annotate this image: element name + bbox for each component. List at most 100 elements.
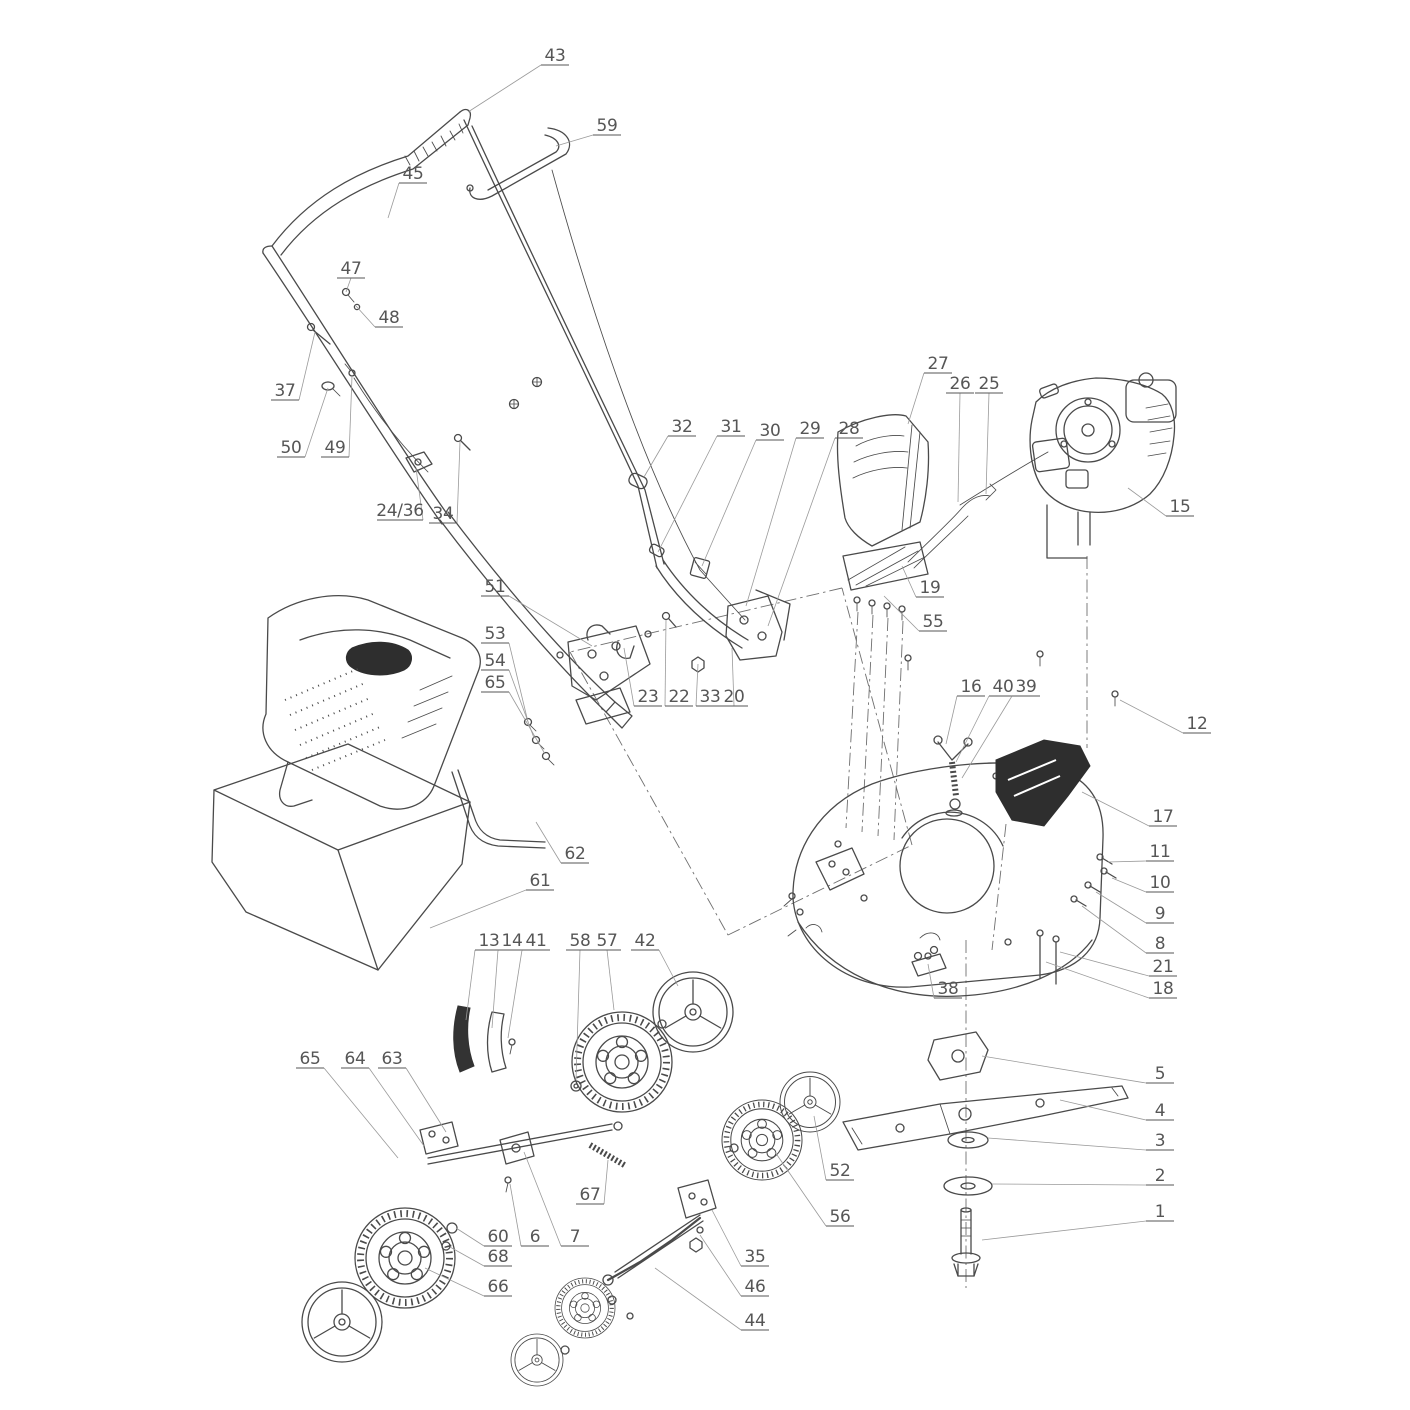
leader-line: [664, 619, 667, 707]
part-number: 52: [829, 1161, 850, 1181]
part-label-29: 29: [745, 419, 824, 607]
wheel-tire-57: [572, 1012, 672, 1112]
leader-line: [701, 439, 757, 567]
handle-mount-bracket-51: [556, 624, 652, 725]
part-number: 27: [927, 354, 948, 374]
leader-line: [695, 663, 699, 707]
leader-line: [1081, 791, 1150, 827]
part-number: 25: [978, 374, 999, 394]
part-number: 47: [340, 259, 361, 279]
nut-33: [691, 656, 705, 673]
part-label-2: 2: [991, 1166, 1174, 1186]
leader-line: [355, 305, 376, 328]
part-label-63: 63: [378, 1049, 447, 1133]
front-axle-assembly: [419, 1121, 628, 1193]
leader-line: [467, 64, 542, 113]
clip-50: [321, 381, 341, 397]
bolt-47: [341, 287, 355, 303]
leader-line: [658, 949, 679, 987]
part-label-48: 48: [355, 305, 403, 328]
nut-48: [353, 303, 361, 311]
bracket-46-35: [677, 1179, 717, 1253]
leader-line: [298, 331, 316, 401]
part-number: 2: [1155, 1166, 1166, 1186]
cover-handle: [345, 641, 412, 676]
leader-line: [767, 437, 836, 627]
bolt-37: [306, 322, 331, 345]
bag-frame-rod-62: [451, 769, 546, 849]
handle-fasteners: [306, 287, 791, 673]
part-number: 3: [1155, 1131, 1166, 1151]
leader-line: [575, 949, 581, 1081]
fuel-tank: [1125, 379, 1177, 423]
leader-line: [455, 1227, 485, 1247]
part-label-19: 19: [901, 565, 944, 598]
leader-line: [491, 949, 499, 1029]
part-number: 68: [487, 1247, 508, 1267]
leader-line: [507, 949, 523, 1039]
part-number: 51: [484, 577, 505, 597]
part-label-8: 8: [1081, 905, 1174, 954]
part-number: 42: [634, 931, 655, 951]
leader-line: [981, 1220, 1147, 1241]
screw-41: [508, 1038, 516, 1055]
leader-line: [699, 1234, 742, 1297]
handle-knob-screw: [508, 398, 520, 410]
part-number: 59: [596, 116, 617, 136]
part-label-34: 34: [429, 441, 461, 524]
part-number: 29: [799, 419, 820, 439]
part-number: 53: [484, 624, 505, 644]
part-label-51: 51: [481, 577, 593, 647]
part-label-66: 66: [424, 1267, 512, 1297]
part-label-40: 40: [955, 677, 1017, 763]
part-number: 32: [671, 417, 692, 437]
grip-hatch: [404, 123, 464, 166]
side-fasteners-11-10-9: [1070, 853, 1117, 907]
bolt-34: [453, 433, 471, 451]
part-label-46: 46: [699, 1234, 769, 1297]
leader-line: [429, 889, 527, 929]
part-label-33: 33: [695, 663, 724, 707]
leader-line: [987, 1137, 1147, 1151]
part-number: 1: [1155, 1202, 1166, 1222]
part-label-23: 23: [623, 647, 662, 707]
leader-line: [654, 1267, 742, 1331]
leader-line: [1059, 951, 1150, 977]
leader-line: [508, 691, 546, 755]
louver-slots: [401, 675, 453, 739]
grass-bag-61: [211, 743, 471, 971]
leader-line: [907, 372, 925, 425]
part-number: 23: [637, 687, 658, 707]
blade-adapter-5: [927, 1031, 989, 1081]
part-label-61: 61: [429, 871, 554, 929]
lever-44: [606, 1216, 702, 1282]
part-label-65b: 65: [296, 1049, 399, 1159]
part-label-20: 20: [720, 647, 748, 707]
wheel-tire-56: [722, 1100, 802, 1180]
part-number: 20: [723, 687, 744, 707]
part-label-17: 17: [1081, 791, 1177, 827]
part-label-68: 68: [449, 1246, 512, 1267]
part-label-43: 43: [467, 46, 569, 113]
part-label-21: 21: [1059, 951, 1177, 977]
part-number: 62: [564, 844, 585, 864]
part-number: 50: [280, 438, 301, 458]
rear-axle-assembly: [602, 1179, 717, 1286]
switch-30: [689, 557, 711, 579]
part-label-67: 67: [576, 1159, 609, 1205]
part-label-38: 38: [927, 963, 962, 999]
leader-line: [603, 1159, 609, 1205]
leader-line: [304, 387, 329, 458]
leader-line: [348, 375, 353, 458]
part-label-64: 64: [341, 1049, 425, 1147]
part-label-60: 60: [455, 1227, 512, 1247]
leader-line: [985, 392, 990, 495]
leader-line: [1111, 877, 1147, 893]
spring-67: [588, 1142, 628, 1169]
leader-line: [1059, 1099, 1147, 1121]
part-number: 58: [569, 931, 590, 951]
wheel-cover: [301, 1281, 383, 1363]
part-number: 33: [699, 687, 720, 707]
